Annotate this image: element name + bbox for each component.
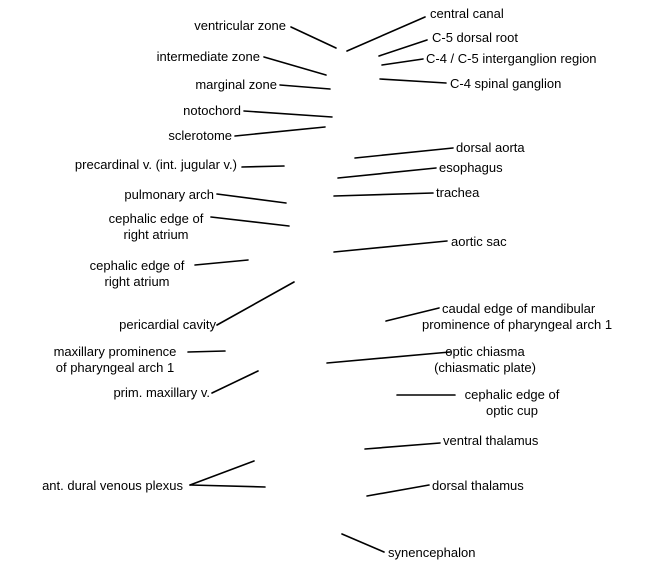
label-cephalic-edge-optic-cup-line1: cephalic edge of (464, 387, 560, 402)
leader-synencephalon (341, 533, 385, 553)
label-maxillary-prominence-line1: maxillary prominence (53, 344, 177, 359)
label-sclerotome: sclerotome (168, 128, 232, 143)
label-caudal-edge-mandibular: caudal edge of mandibular prominence of … (422, 301, 612, 333)
leader-esophagus (337, 167, 437, 179)
leader-maxillary-prominence (187, 350, 226, 353)
leader-central-canal (346, 16, 426, 52)
label-optic-chiasma-line1: optic chiasma (445, 344, 525, 359)
leader-dorsal-thalamus (366, 484, 430, 497)
label-aortic-sac: aortic sac (451, 234, 507, 249)
leader-optic-chiasma (326, 351, 451, 364)
label-intermediate-zone: intermediate zone (156, 49, 260, 64)
label-trachea: trachea (436, 185, 480, 200)
label-ventral-thalamus: ventral thalamus (443, 433, 539, 448)
leader-ventricular-zone (290, 26, 337, 49)
label-cephalic-edge-right-atrium-2-line1: cephalic edge of (89, 258, 185, 273)
leader-prim-maxillary-v (211, 370, 259, 394)
label-dorsal-aorta: dorsal aorta (456, 140, 525, 155)
leader-ant-dural-venous-plexus-upper (189, 460, 255, 486)
label-pericardial-cavity: pericardial cavity (119, 317, 216, 332)
label-optic-chiasma-line2: (chiasmatic plate) (434, 360, 536, 375)
label-ant-dural-venous-plexus: ant. dural venous plexus (42, 478, 183, 493)
label-cephalic-edge-right-atrium-1-line2: right atrium (123, 227, 189, 242)
label-caudal-edge-mandibular-line2: prominence of pharyngeal arch 1 (422, 317, 613, 332)
leader-sclerotome (234, 126, 326, 137)
leader-trachea (333, 192, 434, 197)
label-maxillary-prominence-line2: of pharyngeal arch 1 (55, 360, 175, 375)
leader-c4-c5-interganglion (381, 58, 424, 66)
leader-ant-dural-venous-plexus-lower (189, 484, 266, 488)
label-central-canal: central canal (430, 6, 504, 21)
leader-ventral-thalamus (364, 442, 441, 450)
label-caudal-edge-mandibular-line1: caudal edge of mandibular (442, 301, 596, 316)
label-precardinal-v: precardinal v. (int. jugular v.) (74, 157, 237, 172)
leader-caudal-edge-mandibular (385, 307, 440, 322)
label-esophagus: esophagus (439, 160, 503, 175)
label-ventricular-zone: ventricular zone (194, 18, 286, 33)
label-c4-spinal-ganglion: C-4 spinal ganglion (450, 76, 562, 91)
label-prim-maxillary-v: prim. maxillary v. (113, 385, 210, 400)
label-cephalic-edge-right-atrium-2-line2: right atrium (104, 274, 170, 289)
label-marginal-zone: marginal zone (195, 77, 277, 92)
leader-c4-spinal-ganglion (379, 78, 447, 84)
leader-cephalic-edge-right-atrium-2 (194, 259, 249, 266)
leader-dorsal-aorta (354, 147, 454, 159)
label-cephalic-edge-optic-cup-line2: optic cup (485, 403, 539, 418)
label-pulmonary-arch: pulmonary arch (124, 187, 214, 202)
label-c4-c5-interganglion: C-4 / C-5 interganglion region (426, 51, 597, 66)
label-notochord: notochord (183, 103, 241, 118)
label-cephalic-edge-right-atrium-1-line1: cephalic edge of (108, 211, 204, 226)
leader-cephalic-edge-right-atrium-1 (210, 216, 290, 227)
label-cephalic-edge-right-atrium-1: cephalic edge of right atrium (96, 211, 216, 243)
leader-intermediate-zone (263, 56, 327, 76)
leader-aortic-sac (333, 240, 448, 253)
label-c5-dorsal-root: C-5 dorsal root (432, 30, 518, 45)
leader-marginal-zone (279, 84, 331, 90)
label-cephalic-edge-optic-cup: cephalic edge of optic cup (452, 387, 572, 419)
leader-pericardial-cavity (216, 281, 295, 326)
label-optic-chiasma: optic chiasma (chiasmatic plate) (430, 344, 540, 376)
leader-pulmonary-arch (216, 193, 287, 204)
label-dorsal-thalamus: dorsal thalamus (432, 478, 524, 493)
label-cephalic-edge-right-atrium-2: cephalic edge of right atrium (82, 258, 192, 290)
leader-c5-dorsal-root (378, 39, 428, 57)
label-synencephalon: synencephalon (388, 545, 476, 560)
leader-precardinal-v (241, 165, 285, 168)
label-maxillary-prominence: maxillary prominence of pharyngeal arch … (42, 344, 188, 376)
leader-notochord (243, 110, 333, 118)
